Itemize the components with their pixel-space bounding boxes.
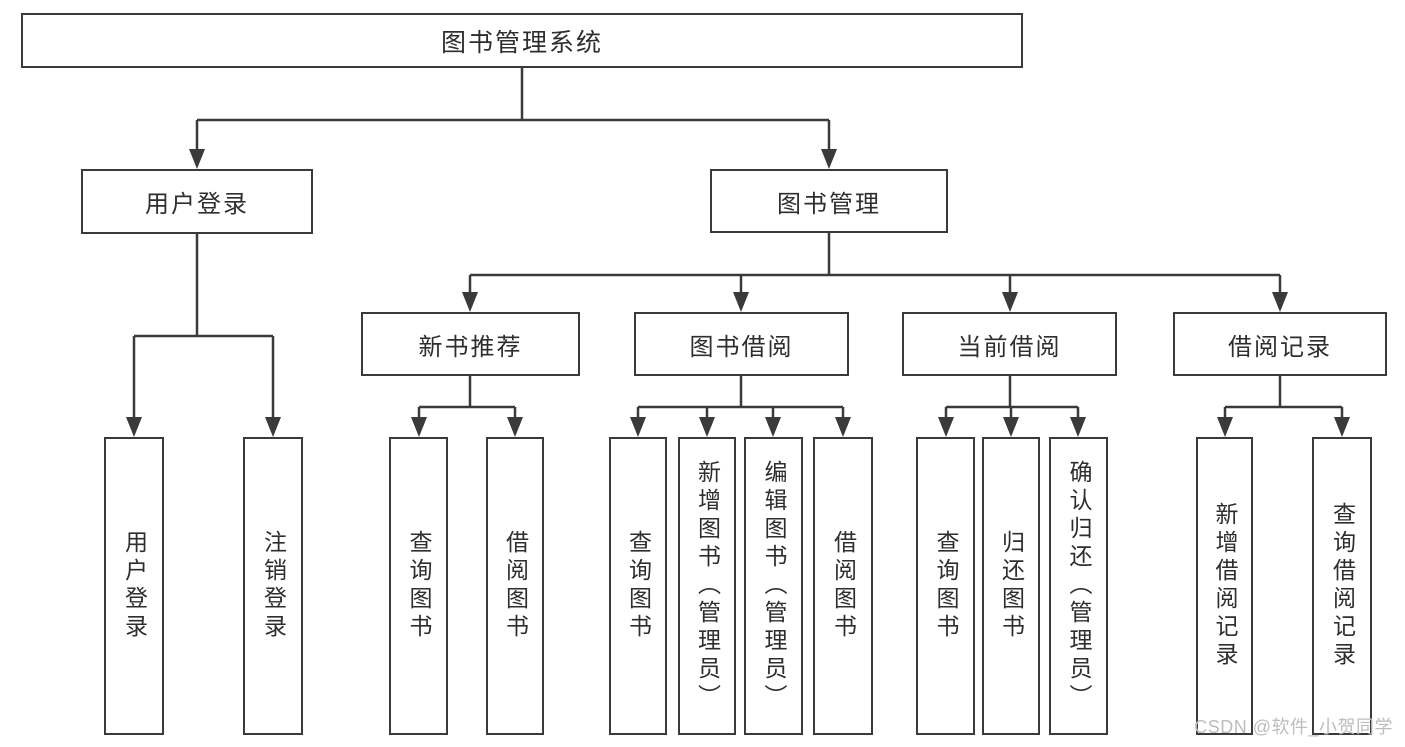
node-book-borrowing: 图书借阅 (634, 312, 849, 376)
connector-current-borrowing (944, 376, 1080, 419)
node-leaf-edit-books-admin: 编辑图书（管理员） (744, 437, 803, 735)
connector-root (195, 68, 831, 152)
arrow-down-icon (630, 417, 646, 437)
arrow-down-icon (1002, 292, 1018, 312)
node-leaf-user-login: 用户登录 (104, 437, 164, 735)
node-borrowing-records: 借阅记录 (1173, 312, 1387, 376)
node-library-management-system: 图书管理系统 (21, 13, 1023, 68)
arrow-down-icon (1334, 417, 1350, 437)
node-leaf-add-books-admin: 新增图书（管理员） (678, 437, 736, 735)
node-book-management: 图书管理 (710, 169, 948, 233)
node-leaf-query-borrow-record: 查询借阅记录 (1312, 437, 1372, 735)
arrow-down-icon (126, 417, 142, 437)
connector-borrow-records (1223, 376, 1344, 419)
arrow-down-icon (189, 149, 205, 169)
arrow-down-icon (507, 417, 523, 437)
arrow-down-icon (462, 292, 478, 312)
arrow-down-icon (938, 417, 954, 437)
arrow-down-icon (1003, 417, 1019, 437)
arrow-down-icon (765, 417, 781, 437)
arrow-down-icon (1070, 417, 1086, 437)
arrow-down-icon (265, 417, 281, 437)
node-current-borrowing: 当前借阅 (902, 312, 1117, 376)
node-leaf-return-books: 归还图书 (982, 437, 1040, 735)
connector-new-book (417, 376, 517, 419)
node-leaf-borrow-books: 借阅图书 (813, 437, 873, 735)
node-leaf-query-books-current: 查询图书 (916, 437, 975, 735)
node-new-book-recommendation: 新书推荐 (361, 312, 580, 376)
arrow-down-icon (1272, 292, 1288, 312)
csdn-watermark: CSDN @软件_小贺同学 (1194, 717, 1393, 737)
arrow-down-icon (821, 149, 837, 169)
node-leaf-add-borrow-record: 新增借阅记录 (1196, 437, 1253, 735)
node-leaf-confirm-return-admin: 确认归还（管理员） (1049, 437, 1108, 735)
arrow-down-icon (1217, 417, 1233, 437)
node-leaf-borrow-books-recommend: 借阅图书 (486, 437, 544, 735)
arrow-down-icon (699, 417, 715, 437)
arrow-down-icon (835, 417, 851, 437)
arrow-down-icon (733, 292, 749, 312)
arrow-down-icon (411, 417, 427, 437)
node-leaf-query-books-recommend: 查询图书 (389, 437, 448, 735)
node-leaf-query-books-borrowing: 查询图书 (609, 437, 667, 735)
connector-book-borrowing (636, 376, 845, 419)
node-user-login: 用户登录 (81, 169, 313, 234)
node-leaf-logout: 注销登录 (243, 437, 303, 735)
connector-book-management (468, 233, 1282, 294)
connector-user-login (132, 234, 275, 419)
